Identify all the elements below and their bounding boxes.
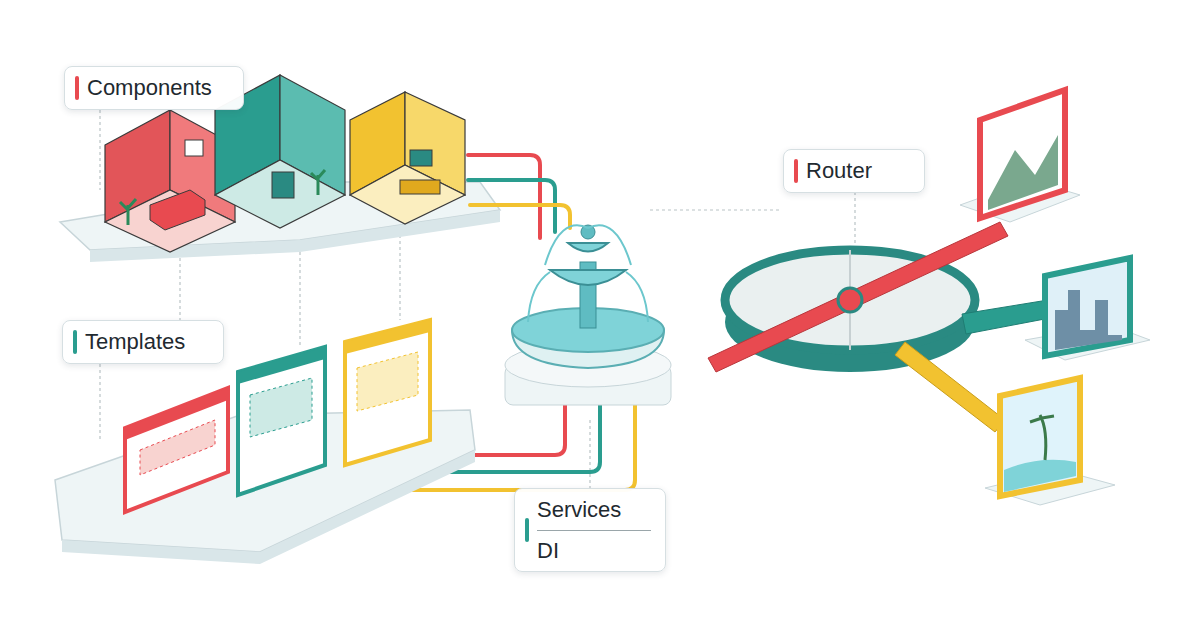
leader-line	[650, 209, 780, 210]
label-text: Components	[87, 74, 229, 102]
city-picture	[1055, 290, 1122, 350]
plant	[311, 170, 325, 195]
label-box: Router	[783, 149, 925, 193]
frame-slot	[140, 420, 215, 475]
fountain-bowl	[550, 270, 626, 285]
template-frame	[345, 320, 430, 465]
route-track	[895, 342, 1005, 432]
route-frame	[1000, 378, 1080, 496]
wire	[468, 155, 540, 238]
template-frame	[238, 347, 325, 495]
disk-hub	[838, 288, 862, 312]
route-frame	[1045, 258, 1130, 356]
accent-bar	[525, 518, 529, 542]
frame-slot	[357, 352, 418, 411]
label-text: Services	[537, 496, 651, 524]
plant	[120, 199, 136, 225]
armchair	[272, 172, 294, 198]
water-jet	[528, 225, 648, 322]
desk	[400, 180, 440, 194]
accent-bar	[794, 159, 798, 183]
fountain-bowl	[568, 243, 608, 252]
route-frame	[980, 90, 1065, 218]
label-subtext: DI	[537, 530, 651, 565]
frame-titlebar	[345, 320, 430, 354]
room-floor	[215, 160, 345, 228]
frame-slot	[250, 378, 312, 437]
template-frame	[125, 388, 228, 512]
leader-line	[99, 110, 100, 190]
label-text: Router	[806, 157, 910, 185]
label-box: Components	[64, 66, 244, 110]
label-text: Templates	[85, 328, 209, 356]
wall-frame	[185, 140, 203, 156]
beach-picture	[1004, 460, 1076, 492]
room-floor	[350, 165, 465, 224]
leader-line	[99, 364, 100, 440]
room-floor	[105, 190, 235, 252]
route-track	[708, 222, 1008, 372]
label-box: ServicesDI	[514, 488, 666, 572]
label-box: Templates	[62, 320, 224, 364]
accent-bar	[75, 76, 79, 100]
mountain-picture	[988, 135, 1058, 210]
accent-bar	[73, 330, 77, 354]
wire	[470, 402, 565, 455]
palm-tree	[1030, 415, 1054, 460]
leader-line	[589, 420, 590, 488]
monitor	[410, 150, 432, 166]
wire	[470, 205, 570, 228]
sofa	[150, 190, 205, 230]
route-track	[962, 300, 1050, 334]
